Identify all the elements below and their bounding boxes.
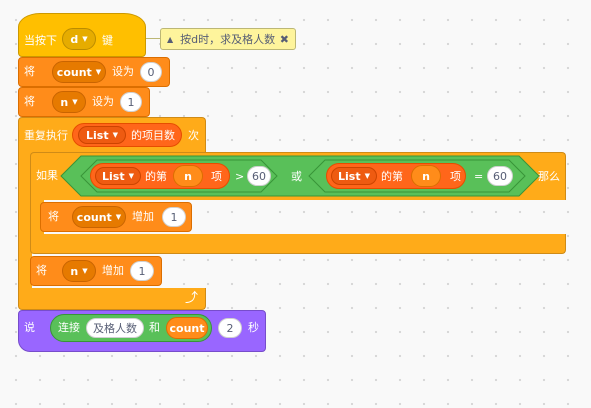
set-n-prefix: 将	[24, 95, 35, 108]
comment-text: 按d时，求及格人数	[180, 33, 276, 46]
if-block-bottom	[30, 234, 566, 254]
comment-note[interactable]: ▲ 按d时，求及格人数 ✖	[160, 28, 296, 50]
join-label: 连接	[58, 321, 80, 334]
set-count-prefix: 将	[24, 65, 35, 78]
repeat-prefix: 重复执行	[24, 129, 68, 142]
chevron-down-icon: ▼	[82, 266, 88, 275]
change-n-prefix: 将	[36, 264, 47, 277]
left-list-dropdown[interactable]: List ▼	[95, 167, 141, 185]
hat-label: 当按下	[24, 34, 57, 47]
right-list-name: List	[338, 169, 361, 183]
change-n-variable-dropdown[interactable]: n ▼	[62, 260, 96, 282]
left-index-variable[interactable]: n	[173, 165, 203, 187]
chevron-down-icon: ▼	[82, 34, 88, 43]
change-n-value-input[interactable]: 1	[130, 261, 154, 281]
change-count-variable-dropdown[interactable]: count ▼	[72, 206, 126, 228]
join-first-input[interactable]: 及格人数	[86, 318, 144, 338]
say-seconds-input[interactable]: 2	[218, 318, 242, 338]
set-count-value-input[interactable]: 0	[140, 62, 162, 82]
left-item-suffix: 项	[211, 170, 222, 183]
change-count-variable-name: count	[76, 210, 112, 224]
set-n-value-input[interactable]: 1	[120, 92, 142, 112]
say-suffix: 秒	[248, 321, 259, 334]
repeat-suffix: 次	[188, 129, 199, 142]
chevron-down-icon: ▼	[364, 171, 370, 180]
left-list-name: List	[102, 169, 125, 183]
join-mid: 和	[149, 321, 160, 334]
or-connector: 或	[291, 170, 302, 183]
comment-connector-line	[146, 38, 160, 39]
key-dropdown[interactable]: d ▼	[62, 28, 96, 50]
right-item-suffix: 项	[450, 170, 461, 183]
right-item-prefix: 的第	[381, 170, 403, 183]
right-comparison-operator: =	[474, 170, 484, 183]
if-prefix: 如果	[36, 169, 58, 182]
set-count-variable-name: count	[56, 65, 92, 79]
join-count-variable[interactable]: count	[166, 317, 208, 339]
right-index-variable[interactable]: n	[411, 165, 441, 187]
change-count-mid: 增加	[132, 210, 154, 223]
chevron-down-icon: ▼	[115, 212, 122, 221]
set-n-variable-name: n	[60, 95, 69, 109]
left-comparison-operator: >	[235, 170, 245, 183]
repeat-mid: 的项目数	[131, 129, 175, 142]
repeat-list-name: List	[86, 128, 109, 142]
repeat-list-dropdown[interactable]: List ▼	[78, 126, 126, 144]
say-prefix: 说	[24, 321, 35, 334]
right-compare-value-input[interactable]: 60	[487, 166, 513, 186]
change-count-prefix: 将	[48, 210, 59, 223]
repeat-block-left-arm	[18, 152, 32, 289]
chevron-down-icon: ▼	[72, 97, 78, 106]
left-compare-value-input[interactable]: 60	[247, 166, 271, 186]
change-n-mid: 增加	[102, 264, 124, 277]
chevron-down-icon: ▼	[112, 130, 118, 139]
change-count-value-input[interactable]: 1	[162, 207, 186, 227]
loop-arrow-icon: ⤴	[185, 291, 199, 306]
chevron-down-icon: ▼	[95, 67, 102, 76]
set-n-mid: 设为	[92, 95, 114, 108]
key-dropdown-value: d	[70, 32, 79, 46]
left-item-prefix: 的第	[145, 170, 167, 183]
change-n-variable-name: n	[70, 264, 79, 278]
right-list-dropdown[interactable]: List ▼	[331, 167, 377, 185]
repeat-block-bottom	[18, 288, 206, 310]
set-count-variable-dropdown[interactable]: count ▼	[52, 61, 106, 83]
set-n-variable-dropdown[interactable]: n ▼	[52, 91, 86, 113]
close-icon[interactable]: ✖	[279, 32, 289, 46]
collapse-arrow-icon[interactable]: ▲	[167, 34, 174, 44]
hat-suffix: 键	[102, 34, 113, 47]
set-count-mid: 设为	[112, 65, 134, 78]
if-suffix: 那么	[538, 170, 560, 183]
chevron-down-icon: ▼	[128, 171, 134, 180]
